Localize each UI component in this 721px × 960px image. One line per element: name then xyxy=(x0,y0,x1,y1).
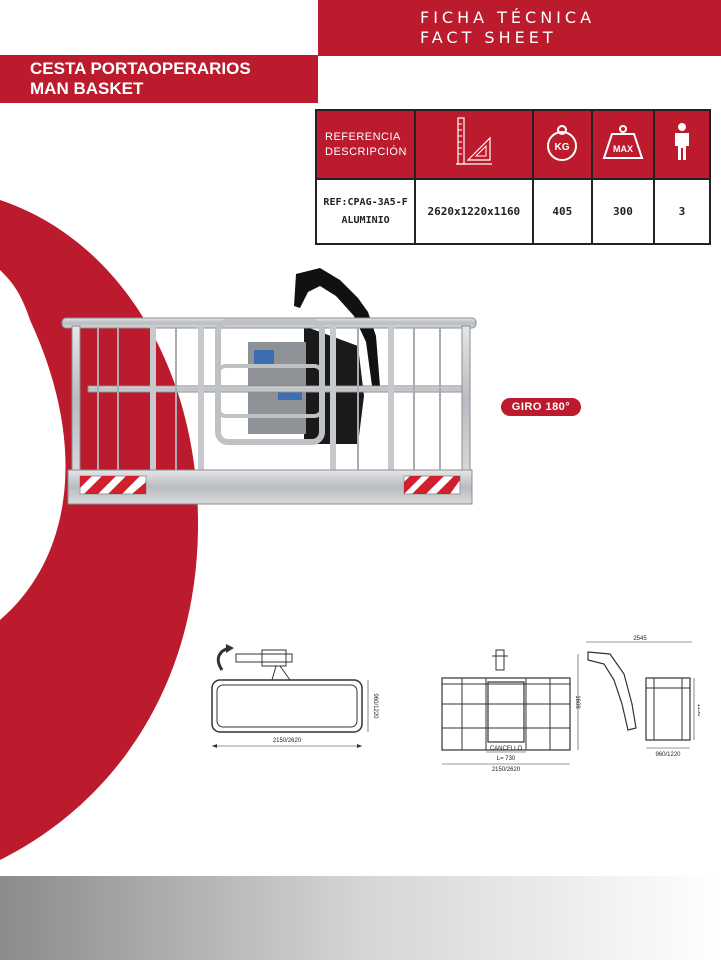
max-load-icon: MAX xyxy=(602,125,644,159)
product-name-es: CESTA PORTAOPERARIOS xyxy=(30,59,251,78)
weight-value: 405 xyxy=(531,178,594,245)
fact-sheet-header: FICHA TÉCNICA FACT SHEET xyxy=(318,0,721,56)
max-icon-text: MAX xyxy=(613,144,633,154)
front-width-dim: 2150/2620 xyxy=(492,767,521,773)
dimensions-icon xyxy=(455,117,492,165)
ref-label: REFERENCIA xyxy=(325,130,401,143)
spec-table-value-row: REF:CPAG-3A5-F ALUMINIO 2620x1220x1160 4… xyxy=(314,178,712,245)
red-swoosh-background xyxy=(0,200,199,860)
kg-icon-text: KG xyxy=(555,142,570,153)
side-view-drawing: 2545 1150 960/1220 xyxy=(586,636,700,758)
side-height-dim: 1150 xyxy=(696,704,700,718)
title-es: FICHA TÉCNICA xyxy=(420,8,596,27)
desc-label: DESCRIPCIÓN xyxy=(325,145,407,158)
max-load-value: 300 xyxy=(591,178,655,245)
man-basket-photo xyxy=(61,268,477,505)
front-view-drawing: 1608 CANCELLO L= 730 2150/2620 xyxy=(441,649,580,773)
gate-label: CANCELLO xyxy=(490,746,523,752)
front-height-dim: 1608 xyxy=(574,695,580,709)
persons-header xyxy=(652,109,712,180)
ref-code: REF:CPAG-3A5-F xyxy=(323,197,408,208)
spec-table: REFERENCIA DESCRIPCIÓN KG xyxy=(314,109,712,245)
rotation-badge: GIRO 180° xyxy=(501,398,581,416)
top-view-drawing: 960/1220 2150/2620 xyxy=(211,644,378,748)
dimensions-value: 2620x1220x1160 xyxy=(414,178,534,245)
title-en: FACT SHEET xyxy=(420,28,557,47)
side-length-dim: 2545 xyxy=(633,636,647,642)
persons-value: 3 xyxy=(652,178,712,245)
product-header: CESTA PORTAOPERARIOS MAN BASKET xyxy=(0,55,318,103)
dimensions-header xyxy=(414,109,534,180)
footer-band xyxy=(0,876,721,960)
weight-kg-icon: KG xyxy=(547,125,578,161)
description: ALUMINIO xyxy=(341,215,390,226)
top-depth-dim: 960/1220 xyxy=(372,693,378,719)
ref-desc-header: REFERENCIA DESCRIPCIÓN xyxy=(314,109,417,180)
spec-table-header-row: REFERENCIA DESCRIPCIÓN KG xyxy=(314,109,712,180)
max-load-header: MAX xyxy=(591,109,655,180)
person-icon xyxy=(674,123,689,160)
product-name-en: MAN BASKET xyxy=(30,79,144,98)
weight-header: KG xyxy=(531,109,594,180)
gate-width-dim: L= 730 xyxy=(497,756,516,762)
side-depth-dim: 960/1220 xyxy=(655,752,681,758)
top-width-dim: 2150/2620 xyxy=(273,738,302,744)
ref-desc-value: REF:CPAG-3A5-F ALUMINIO xyxy=(314,178,417,245)
